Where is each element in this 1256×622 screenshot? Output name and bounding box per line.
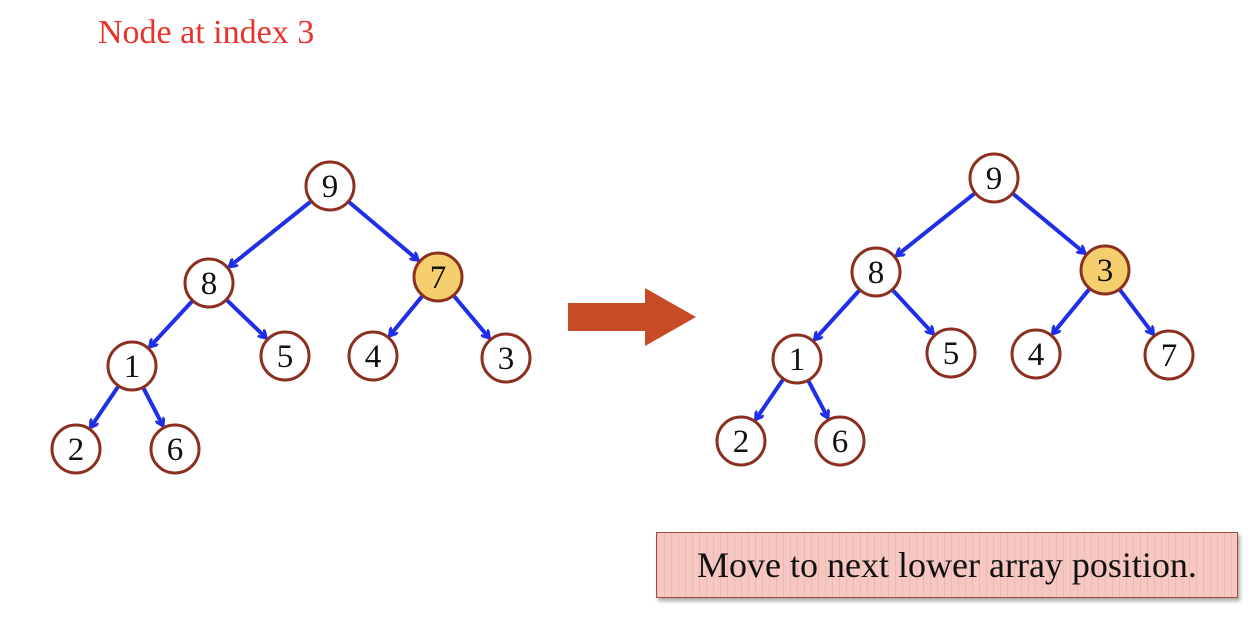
- before-node-circle-6: [149, 423, 201, 475]
- after-edge-a1-to-a2: [756, 377, 785, 419]
- caption-text: Move to next lower array position.: [697, 545, 1197, 585]
- before-node-1: 1: [106, 340, 158, 392]
- after-node-label-6: 6: [832, 424, 849, 460]
- before-node-label-8: 8: [201, 266, 218, 302]
- after-node-6: 6: [814, 415, 866, 467]
- before-edge-b1-to-b2: [91, 384, 121, 427]
- before-edge-b1-to-b6: [141, 386, 163, 425]
- before-node-label-1: 1: [124, 349, 141, 385]
- after-node-label-9: 9: [986, 161, 1003, 197]
- after-node-circle-7: [1143, 329, 1195, 381]
- slide-title: Node at index 3: [98, 14, 315, 51]
- before-node-7: 7: [412, 251, 464, 303]
- after-edge-a3-to-a4: [1053, 287, 1092, 333]
- after-node-circle-3: [1079, 244, 1131, 296]
- after-node-label-3: 3: [1097, 253, 1114, 289]
- before-edge-b9-to-b8: [230, 199, 313, 266]
- before-node-3: 3: [480, 332, 532, 384]
- after-node-label-4: 4: [1028, 337, 1045, 373]
- before-node-5: 5: [259, 330, 311, 382]
- before-node-label-7: 7: [430, 260, 447, 296]
- right-arrow-icon: [568, 288, 696, 346]
- after-node-5: 5: [925, 327, 977, 379]
- after-node-circle-6: [814, 415, 866, 467]
- after-node-9: 9: [968, 152, 1020, 204]
- after-node-4: 4: [1010, 328, 1062, 380]
- before-node-label-4: 4: [365, 339, 382, 375]
- before-node-circle-5: [259, 330, 311, 382]
- before-node-circle-9: [304, 160, 356, 212]
- before-node-circle-4: [347, 330, 399, 382]
- after-node-7: 7: [1143, 329, 1195, 381]
- before-node-circle-8: [183, 257, 235, 309]
- before-node-2: 2: [50, 423, 102, 475]
- before-node-circle-7: [412, 251, 464, 303]
- caption-box: Move to next lower array position.: [656, 532, 1238, 598]
- before-node-label-6: 6: [167, 432, 184, 468]
- before-node-9: 9: [304, 160, 356, 212]
- after-edge-a1-to-a6: [806, 379, 828, 417]
- after-node-circle-5: [925, 327, 977, 379]
- after-node-label-2: 2: [733, 424, 750, 460]
- after-node-1: 1: [771, 333, 823, 385]
- after-node-circle-1: [771, 333, 823, 385]
- after-edge-a8-to-a5: [890, 288, 933, 333]
- before-node-circle-1: [106, 340, 158, 392]
- before-node-4: 4: [347, 330, 399, 382]
- after-node-circle-2: [715, 415, 767, 467]
- before-edge-b7-to-b3: [452, 294, 489, 337]
- before-edge-b8-to-b1: [150, 299, 194, 346]
- before-node-label-9: 9: [322, 169, 339, 205]
- before-node-circle-2: [50, 423, 102, 475]
- after-node-label-8: 8: [868, 255, 885, 291]
- after-node-label-1: 1: [789, 342, 806, 378]
- after-edge-a9-to-a3: [1011, 191, 1084, 253]
- after-edge-a9-to-a8: [897, 191, 977, 256]
- after-node-2: 2: [715, 415, 767, 467]
- after-node-label-7: 7: [1161, 338, 1178, 374]
- before-node-label-3: 3: [498, 341, 515, 377]
- after-tree: 9 8 3 1 5 4 7 2 6: [715, 152, 1195, 467]
- before-node-8: 8: [183, 257, 235, 309]
- before-edge-b8-to-b5: [225, 298, 265, 337]
- before-edge-b9-to-b7: [347, 200, 417, 259]
- after-node-3: 3: [1079, 244, 1131, 296]
- after-node-label-5: 5: [943, 336, 960, 372]
- after-node-8: 8: [850, 246, 902, 298]
- after-node-circle-4: [1010, 328, 1062, 380]
- before-node-6: 6: [149, 423, 201, 475]
- before-node-label-5: 5: [277, 339, 294, 375]
- before-tree: 9 8 7 1 5 4 3 2 6: [50, 160, 532, 475]
- after-edge-a8-to-a1: [815, 288, 862, 340]
- before-node-label-2: 2: [68, 432, 85, 468]
- after-node-circle-8: [850, 246, 902, 298]
- before-node-circle-3: [480, 332, 532, 384]
- before-edge-b7-to-b4: [390, 294, 425, 335]
- after-node-circle-9: [968, 152, 1020, 204]
- after-edge-a3-to-a7: [1118, 287, 1153, 333]
